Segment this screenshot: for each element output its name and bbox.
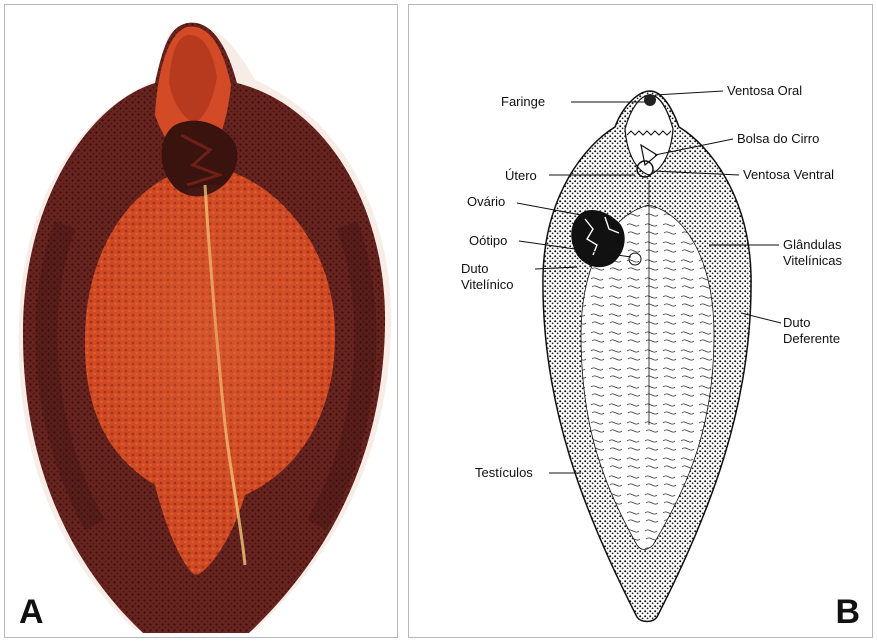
- leader-ventosa-oral: [655, 91, 723, 95]
- panel-a-specimen-photo: A: [4, 4, 398, 638]
- panel-b-letter: B: [835, 595, 860, 629]
- label-glandulas-line1: Glândulas: [783, 237, 842, 252]
- label-ootipo: Oótipo: [469, 233, 507, 248]
- label-faringe: Faringe: [501, 94, 545, 109]
- label-ventosa-ventral: Ventosa Ventral: [743, 167, 834, 182]
- panel-b-labeled-diagram: Faringe Ventosa Oral Bolsa do Cirro Úter…: [408, 4, 873, 638]
- panel-a-letter: A: [19, 595, 44, 629]
- label-ovario: Ovário: [467, 194, 505, 209]
- label-bolsa-do-cirro: Bolsa do Cirro: [737, 131, 819, 146]
- labeled-fluke-diagram: Faringe Ventosa Oral Bolsa do Cirro Úter…: [409, 5, 873, 638]
- label-duto-deferente-line2: Deferente: [783, 331, 840, 346]
- label-duto-deferente-line1: Duto: [783, 315, 810, 330]
- label-utero: Útero: [505, 168, 537, 183]
- label-duto-vitelinico-line2: Vitelínico: [461, 277, 514, 292]
- label-testiculos: Testículos: [475, 465, 533, 480]
- oral-sucker: [644, 94, 656, 106]
- label-duto-vitelinico-line1: Duto: [461, 261, 488, 276]
- specimen-illustration: [5, 5, 398, 638]
- label-ventosa-oral: Ventosa Oral: [727, 83, 802, 98]
- label-glandulas-line2: Vitelínicas: [783, 253, 843, 268]
